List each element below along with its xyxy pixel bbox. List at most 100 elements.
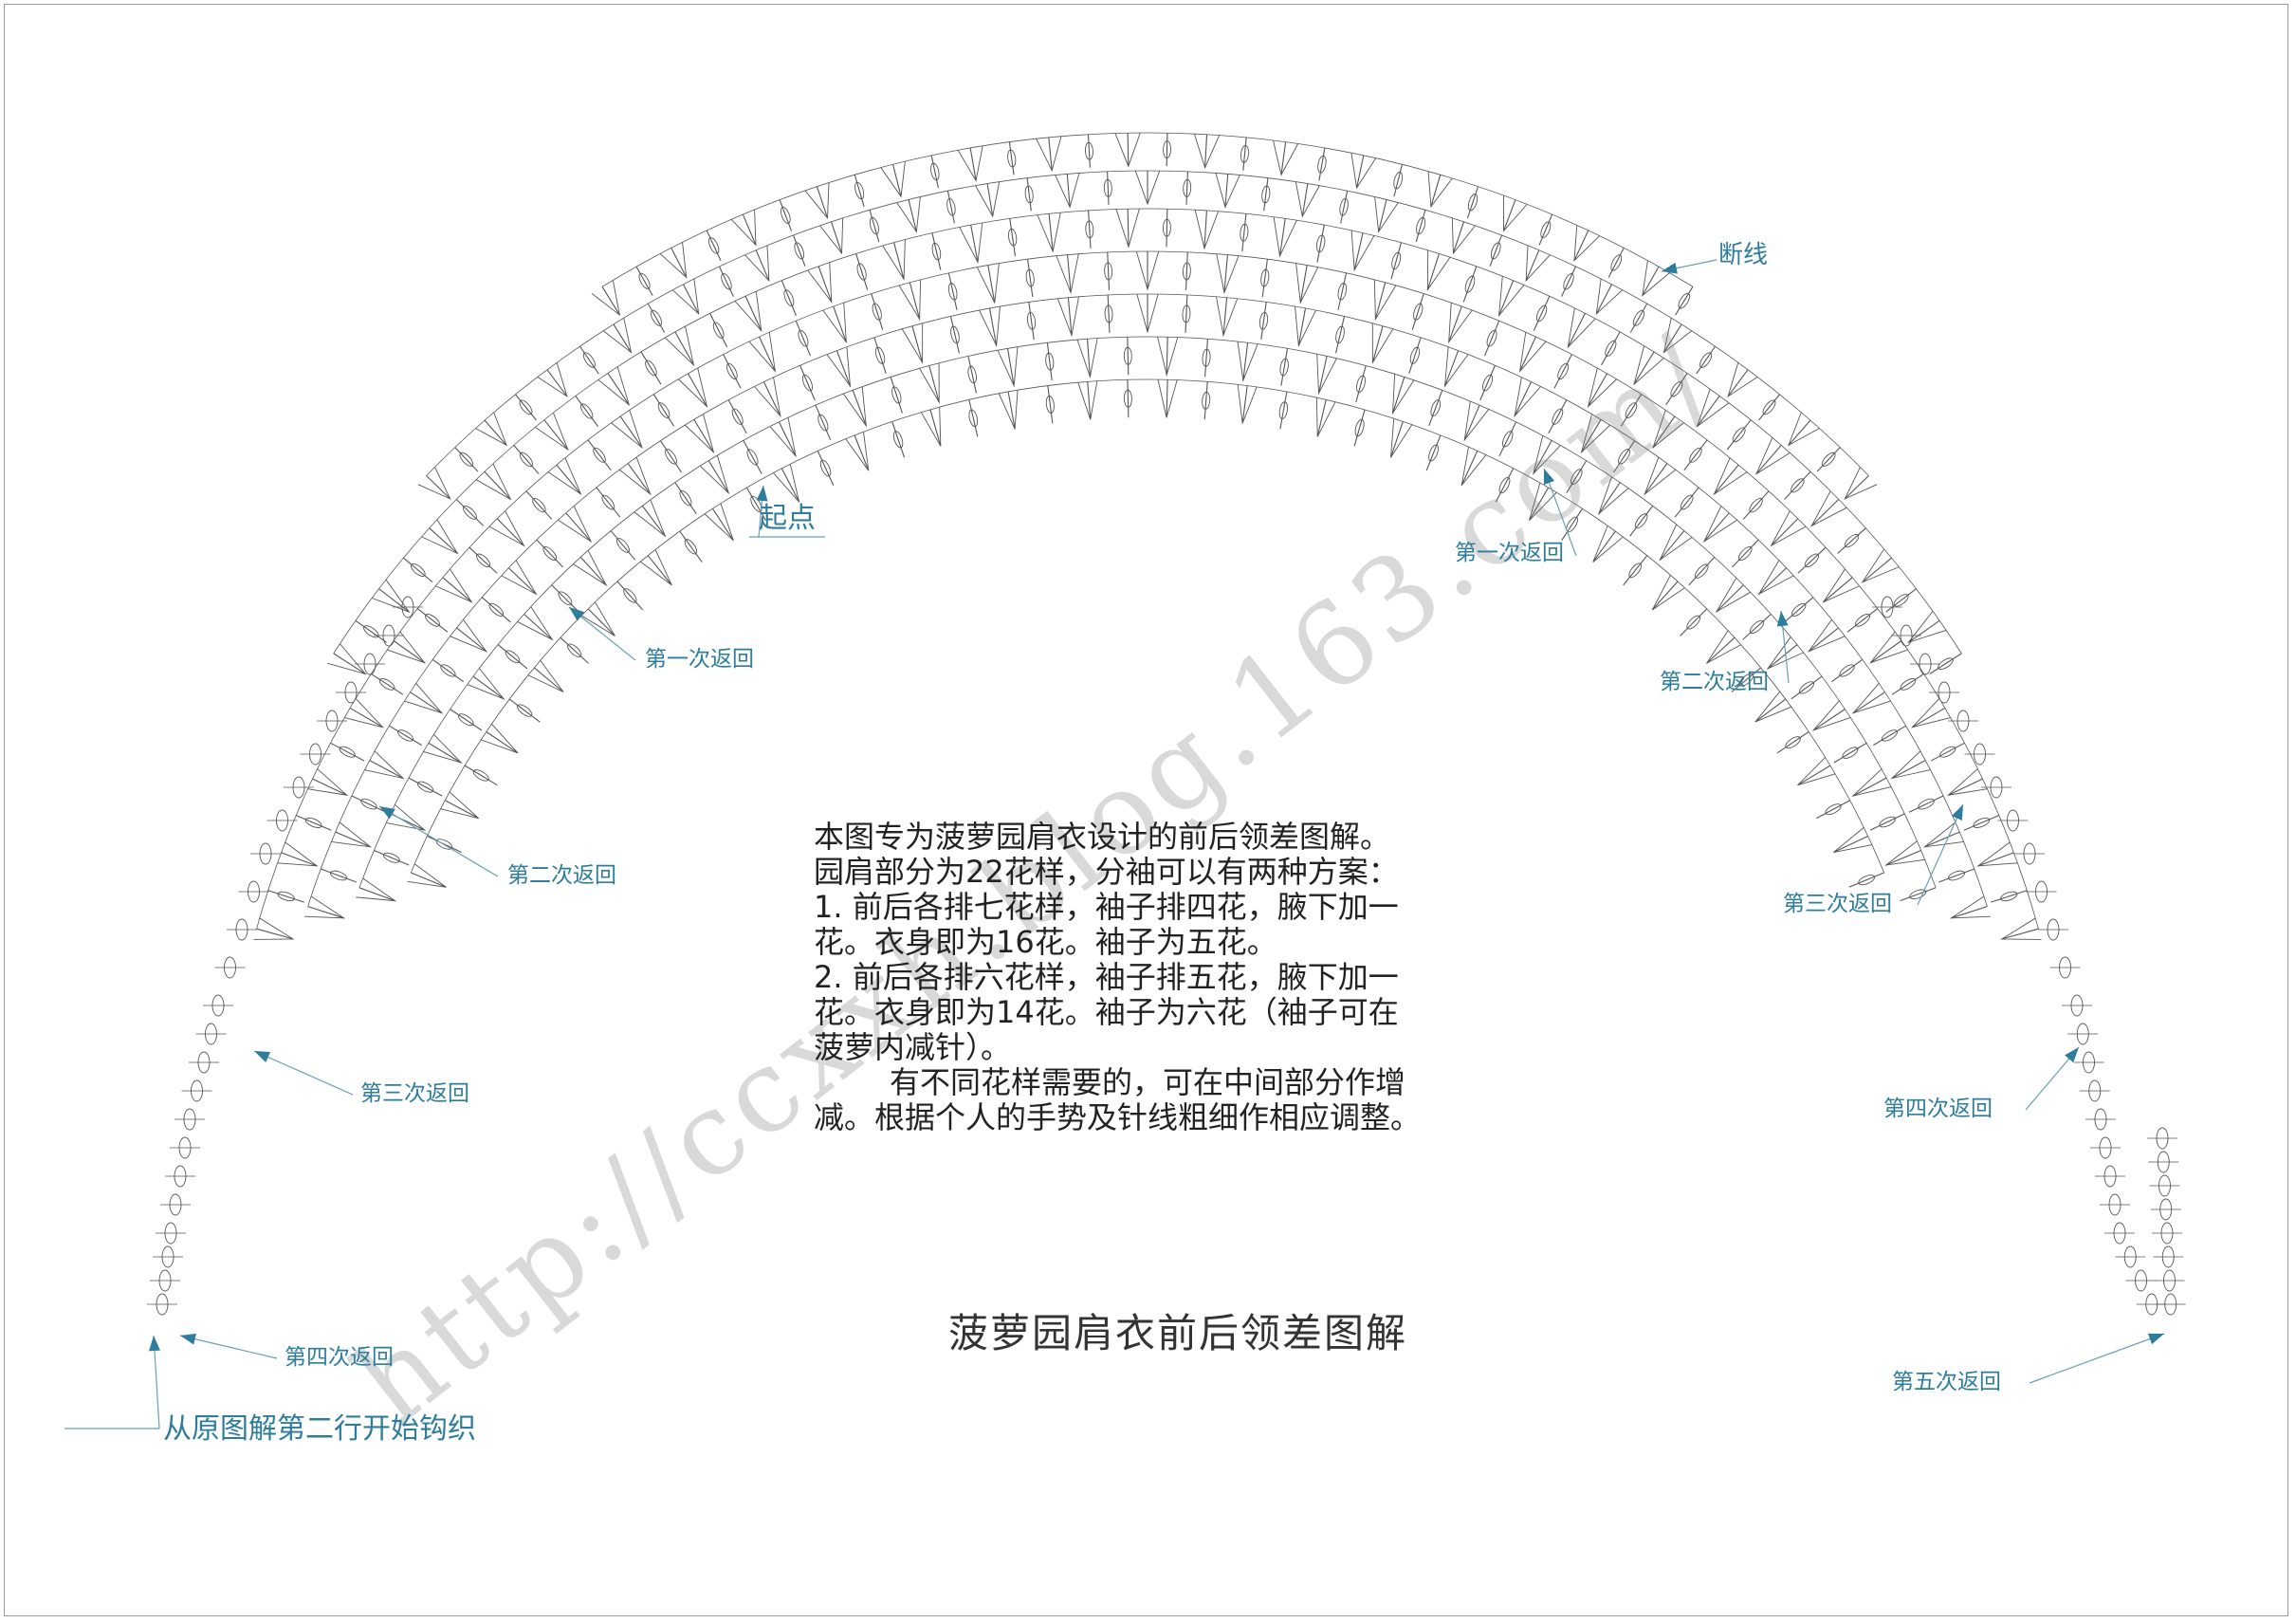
stitch-post (1900, 887, 1937, 902)
stitch-shell (386, 803, 427, 831)
stitch-post (1731, 539, 1759, 568)
stitch-shell (2000, 917, 2042, 940)
arrow-left-3 (253, 1050, 354, 1096)
stitch-shell (896, 196, 921, 233)
stitch-post (1885, 849, 1921, 866)
stitch-post (1869, 813, 1905, 831)
stitch-shell (822, 303, 847, 344)
stitch-chain (1879, 816, 1896, 828)
row-arc (333, 208, 1962, 655)
stitch-post (1823, 577, 1853, 603)
stitch-post (616, 581, 644, 611)
stitch-post (1659, 530, 1685, 561)
stitch-post (355, 619, 387, 643)
stitch-post (1758, 394, 1780, 421)
arrowhead (1543, 469, 1555, 486)
stitch-post (946, 191, 955, 224)
stitch-shell (975, 181, 1001, 218)
stitch-chain (1490, 242, 1501, 260)
stitch-post (781, 468, 800, 503)
arrowhead (2065, 1047, 2079, 1063)
stitch-post (1529, 487, 1550, 521)
stitch-chain (1939, 746, 1956, 758)
stitch-chain (1501, 431, 1514, 448)
stitch-post (1026, 177, 1032, 212)
stitch-chain (1182, 304, 1191, 323)
stitch-post (1392, 377, 1405, 414)
page-frame (4, 4, 2288, 1616)
stitch-post (1224, 174, 1229, 208)
stitch-post (909, 282, 921, 320)
diagram-caption: 菠萝园肩衣前后领差图解 (948, 1310, 1408, 1356)
stitch-shell (331, 821, 373, 848)
row-arc (307, 293, 1988, 907)
stitch-post (468, 546, 498, 574)
stitch-chain (593, 447, 606, 463)
stitch-post (1462, 266, 1478, 303)
stitch-chain (1699, 352, 1713, 368)
stitch-post (1185, 171, 1188, 205)
stitch-post (613, 323, 633, 353)
stitch-chain (475, 553, 491, 568)
stitch-post (455, 498, 485, 526)
stitch-shell (450, 618, 488, 653)
stitch-post (793, 234, 806, 267)
stitch-shell (773, 464, 800, 503)
stitch-chain (950, 325, 960, 344)
stitch-post (1242, 342, 1249, 381)
stitch-post (1885, 588, 1917, 613)
stitch-shell (842, 386, 867, 428)
stitch-shell (344, 698, 385, 729)
stitch-chain (891, 386, 902, 404)
stitch-shell (547, 457, 582, 496)
stitch-post (1731, 667, 1762, 692)
stitch-shell (1702, 506, 1737, 544)
stitch-post (579, 557, 607, 586)
stitch-chain (1973, 817, 1991, 828)
stitch-shell (304, 895, 346, 919)
stitch-chain (801, 374, 814, 392)
stitch-shell (1715, 578, 1751, 614)
stitch-post (852, 390, 867, 427)
stitch-shell (1295, 263, 1319, 304)
stitch-chain (869, 216, 879, 235)
stitch-chain (1680, 494, 1694, 510)
stitch-chain (1791, 602, 1807, 617)
stitch-shell (1157, 378, 1178, 418)
arrow-left-1 (568, 606, 636, 661)
stitch-post (1460, 451, 1479, 486)
stitch-chain (665, 449, 677, 465)
stitch-chain (650, 309, 663, 326)
stitch-shell (1273, 216, 1297, 258)
label-left-return-4: 第四次返回 (285, 1345, 394, 1370)
stitch-post (1561, 507, 1584, 542)
stitch-chain (615, 538, 630, 553)
stitch-chain (1337, 283, 1348, 301)
stitch-chain (1557, 362, 1570, 380)
stitch-shell (597, 366, 631, 406)
stitch-chain (712, 322, 725, 339)
stitch-post (1742, 490, 1770, 520)
stitch-chain (304, 817, 322, 828)
stitch-shell (734, 291, 762, 333)
stitch-shell (976, 263, 1000, 304)
stitch-chain (1356, 375, 1366, 393)
stitch-post (833, 305, 847, 342)
stitch-chain (1393, 172, 1404, 190)
stitch-post (1852, 777, 1887, 797)
stitch-chain (1317, 155, 1327, 174)
stitch-chain (1634, 513, 1648, 529)
stitch-chain (946, 197, 956, 216)
stitch-post (1706, 636, 1736, 664)
stitch-shell (1216, 253, 1240, 295)
stitch-post (1948, 778, 1983, 796)
stitch-shell (1659, 524, 1693, 562)
stitch-chain (1948, 870, 1966, 881)
stitch-shell (1056, 296, 1079, 338)
stitch-post (579, 345, 599, 375)
stitch-chain (1670, 380, 1683, 397)
stitch-chain (707, 237, 720, 254)
row-arc (410, 378, 1885, 874)
arrowhead (1662, 262, 1678, 274)
stitch-chain (645, 360, 657, 377)
